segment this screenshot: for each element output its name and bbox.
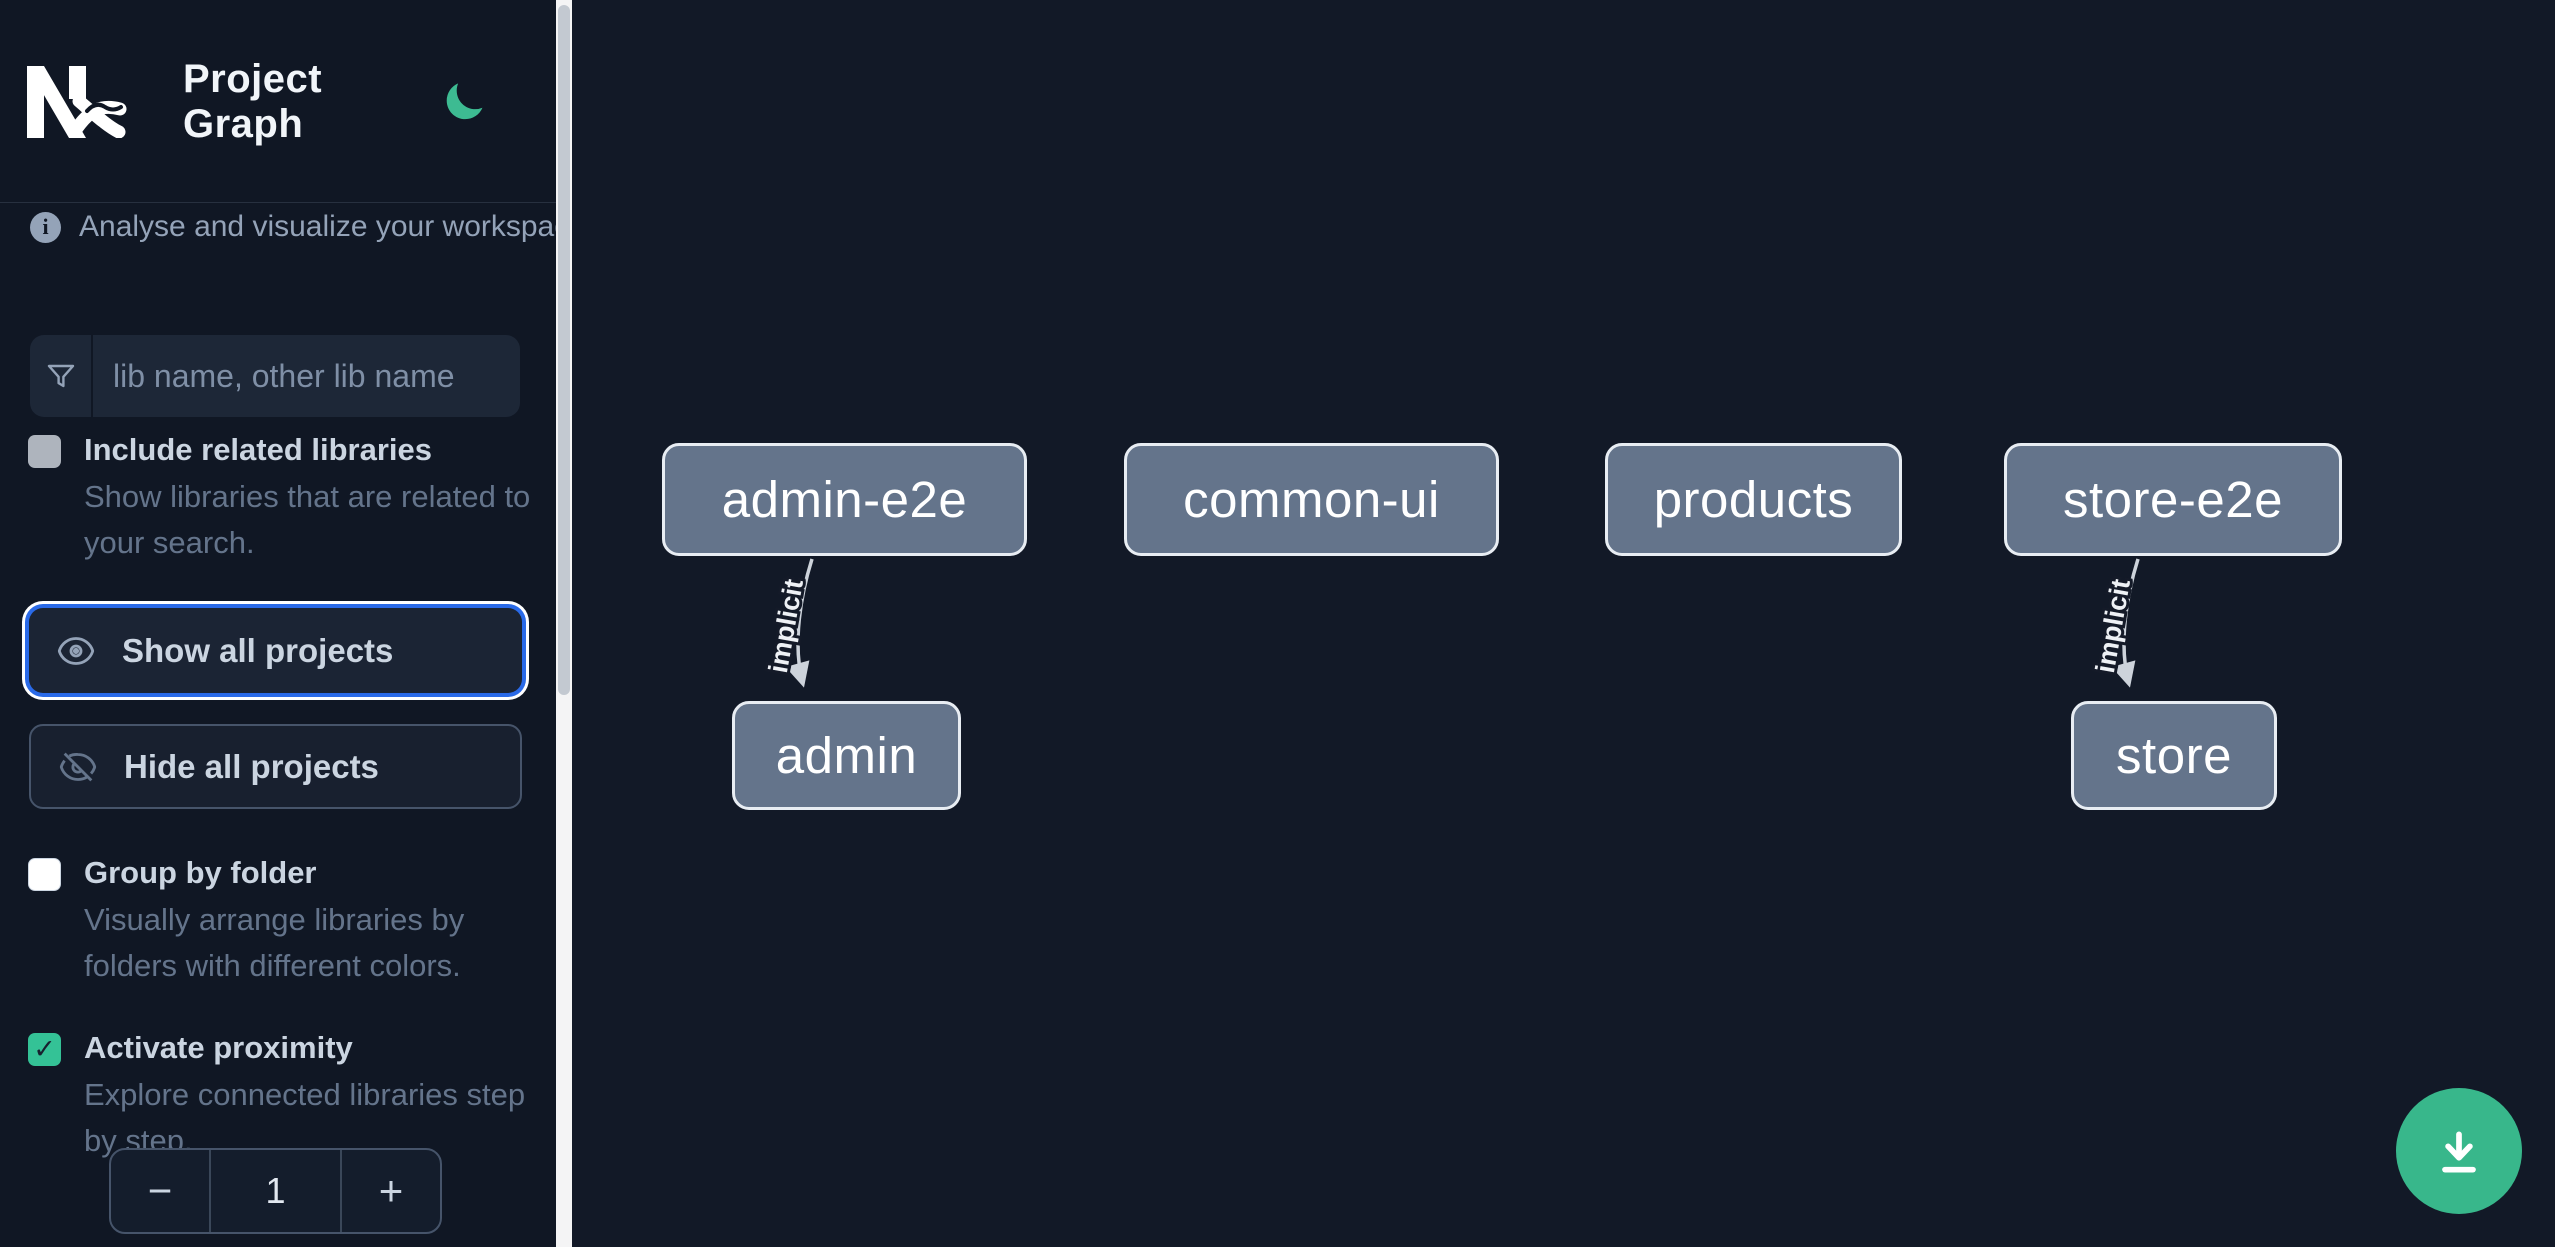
edge-label-implicit: implicit (763, 577, 809, 675)
show-all-projects-label: Show all projects (122, 631, 394, 669)
tagline: Analyse and visualize your workspace. (79, 210, 595, 243)
graph-node-admin-e2e[interactable]: admin-e2e (662, 443, 1027, 556)
include-related-checkbox[interactable] (28, 435, 61, 468)
group-by-folder-checkbox[interactable] (28, 858, 61, 891)
sidebar-scrollbar-thumb[interactable] (558, 5, 570, 695)
graph-node-store[interactable]: store (2071, 701, 2277, 810)
graph-node-common-ui[interactable]: common-ui (1124, 443, 1499, 556)
filter-input[interactable] (93, 335, 520, 417)
graph-node-store-e2e[interactable]: store-e2e (2004, 443, 2342, 556)
checkmark-icon: ✓ (33, 1034, 56, 1064)
sidebar-scrollbar (556, 0, 572, 1247)
include-related-label: Include related libraries (84, 432, 433, 467)
eye-off-icon (59, 752, 97, 781)
edge-label-implicit: implicit (2090, 577, 2136, 675)
brand: Project Graph (27, 50, 527, 154)
toggle-group-by-folder: Group by folder Visually arrange librari… (28, 855, 554, 989)
activate-proximity-checkbox[interactable]: ✓ (28, 1033, 61, 1066)
group-by-folder-description: Visually arrange libraries by folders wi… (84, 902, 465, 983)
moon-icon[interactable] (441, 78, 487, 126)
activate-proximity-label: Activate proximity (84, 1030, 353, 1065)
filter-box (30, 335, 520, 417)
toggle-activate-proximity: ✓ Activate proximity Explore connected l… (28, 1030, 554, 1164)
page-title: Project Graph (183, 57, 323, 146)
graph-canvas[interactable]: implicit implicit admin-e2e common-ui produ… (572, 0, 2555, 1247)
info-icon: i (30, 211, 61, 243)
proximity-decrement-button[interactable]: − (147, 1167, 173, 1214)
download-icon (2442, 1131, 2476, 1173)
graph-edge-store-e2e-store (2111, 558, 2140, 688)
graph-node-admin[interactable]: admin (732, 701, 961, 810)
proximity-value: 1 (209, 1150, 342, 1232)
show-all-projects-button[interactable]: Show all projects (29, 608, 522, 693)
header-divider (0, 202, 556, 203)
group-by-folder-label: Group by folder (84, 855, 317, 890)
include-related-description: Show libraries that are related to your … (84, 479, 531, 560)
download-button[interactable] (2396, 1088, 2522, 1214)
info-row: i Analyse and visualize your workspace. (30, 210, 594, 244)
graph-edge-admin-e2e-admin (785, 558, 814, 688)
eye-icon (57, 636, 95, 665)
toggle-include-related: Include related libraries Show libraries… (28, 432, 554, 566)
funnel-icon (30, 335, 93, 417)
proximity-stepper: − 1 + (109, 1148, 442, 1234)
hide-all-projects-button[interactable]: Hide all projects (29, 724, 522, 809)
sidebar: Project Graph i Analyse and visualize yo… (0, 0, 594, 1247)
graph-node-products[interactable]: products (1605, 443, 1902, 556)
graph-edges: implicit implicit (760, 558, 2140, 688)
nx-logo (27, 66, 127, 138)
hide-all-projects-label: Hide all projects (124, 747, 379, 785)
proximity-increment-button[interactable]: + (378, 1167, 404, 1214)
